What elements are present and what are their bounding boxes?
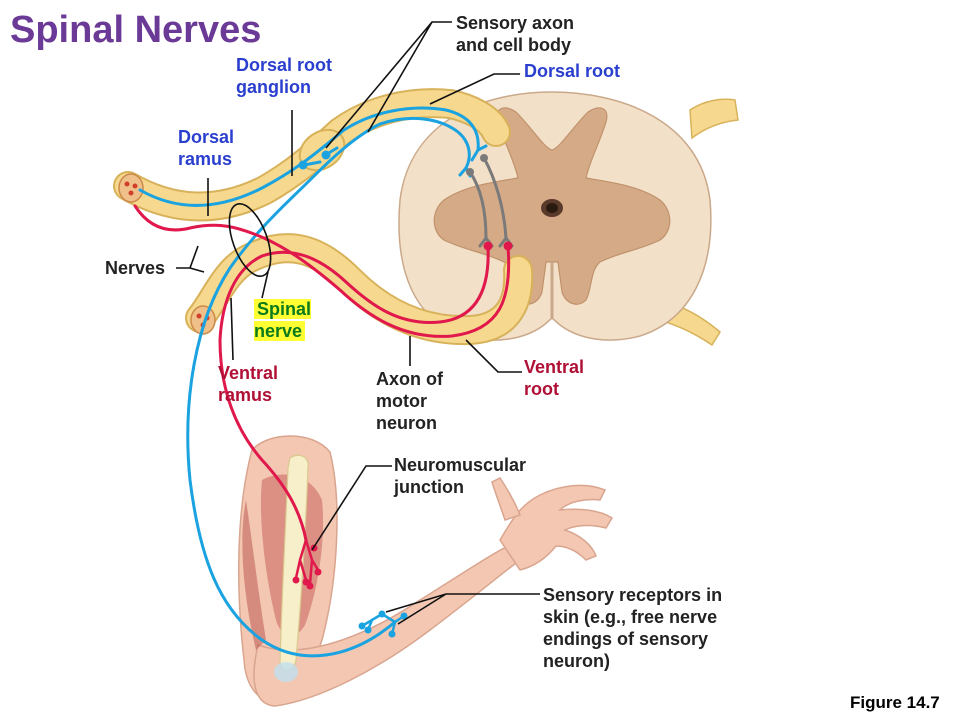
leader-ventral-ramus: [230, 297, 234, 361]
forearm: [253, 544, 522, 707]
sensory-receptor-ending: [358, 622, 366, 630]
sensory-cell-body: [321, 150, 331, 160]
label-ventral-ramus: Ventral ramus: [218, 363, 279, 405]
label-axon-motor-neuron: Axon of motor neuron: [376, 369, 443, 433]
slide-title: Spinal Nerves: [10, 9, 262, 51]
interneuron-cell-body: [466, 168, 474, 176]
cut-end-axon-dot: [128, 190, 134, 196]
leader-nerves: [176, 245, 205, 273]
leader-neuromuscular-junction: [311, 465, 392, 551]
leader-spinal-nerve: [261, 271, 269, 299]
leader-sensory-receptors: [385, 593, 540, 625]
label-sensory-axon: Sensory axon and cell body: [456, 13, 575, 55]
sensory-axon-limb: [186, 116, 471, 658]
humerus-bone: [279, 454, 309, 671]
label-spinal-nerve: Spinal nerve: [254, 298, 312, 342]
spinal-nerve-highlight: Spinal nerve: [254, 299, 312, 341]
ventral-nerve-tube-fill: [187, 235, 532, 344]
motor-neuron-cell-body: [503, 241, 513, 251]
neuromuscular-junction-terminal: [306, 582, 314, 590]
spinal-cord-cross-section: [398, 91, 739, 347]
label-neuromuscular-junction: Neuromuscular junction: [394, 455, 527, 497]
motor-axon-limb: [218, 244, 490, 542]
label-nerves: Nerves: [105, 258, 166, 278]
right-dorsal-root-stub: [689, 98, 739, 140]
interneuron: [482, 156, 508, 240]
label-dorsal-ramus: Dorsal ramus: [178, 127, 235, 169]
spinal-nerve-outline: [228, 203, 272, 277]
hand: [499, 484, 614, 571]
motor-neuron-cell-body: [483, 241, 493, 251]
sensory-receptor-ending: [364, 626, 372, 634]
neuromuscular-junction-branches: [294, 538, 320, 586]
label-dorsal-root-ganglion: Dorsal root ganglion: [236, 55, 333, 97]
sensory-receptor-ending: [400, 612, 408, 620]
label-dorsal-root: Dorsal root: [524, 61, 621, 81]
figure-caption: Figure 14.7: [850, 693, 940, 712]
cut-end-axon-dot: [132, 183, 138, 189]
label-sensory-receptors: Sensory receptors in skin (e.g., free ne…: [543, 585, 723, 671]
thumb: [491, 477, 521, 521]
axons: [133, 106, 514, 658]
elbow-joint: [274, 662, 298, 682]
sensory-cell-body: [298, 160, 308, 170]
triceps-muscle: [242, 500, 266, 650]
leader-lines: [176, 21, 540, 625]
sensory-receptor-ending: [388, 630, 396, 638]
leader-ventral-root: [465, 339, 522, 373]
cut-end-axon-dot: [196, 313, 202, 319]
central-canal-lumen: [546, 203, 558, 213]
leader-dorsal-root: [429, 73, 520, 105]
arm-illustration: [238, 435, 614, 707]
motor-axon-dorsal: [133, 204, 511, 338]
dorsal-ramus-cut-end: [118, 173, 144, 203]
cut-end-axon-dot: [124, 181, 130, 187]
sensory-terminal: [470, 144, 488, 162]
interneuron: [468, 170, 488, 240]
leader-sensory-axon: [325, 21, 452, 149]
interneuron-cell-body: [480, 154, 488, 162]
free-nerve-endings: [360, 612, 406, 636]
neuromuscular-junction-terminal: [292, 576, 300, 584]
label-ventral-root: Ventral root: [524, 357, 585, 399]
sensory-receptor-ending: [378, 610, 386, 618]
neuromuscular-junction-terminal: [314, 568, 322, 576]
